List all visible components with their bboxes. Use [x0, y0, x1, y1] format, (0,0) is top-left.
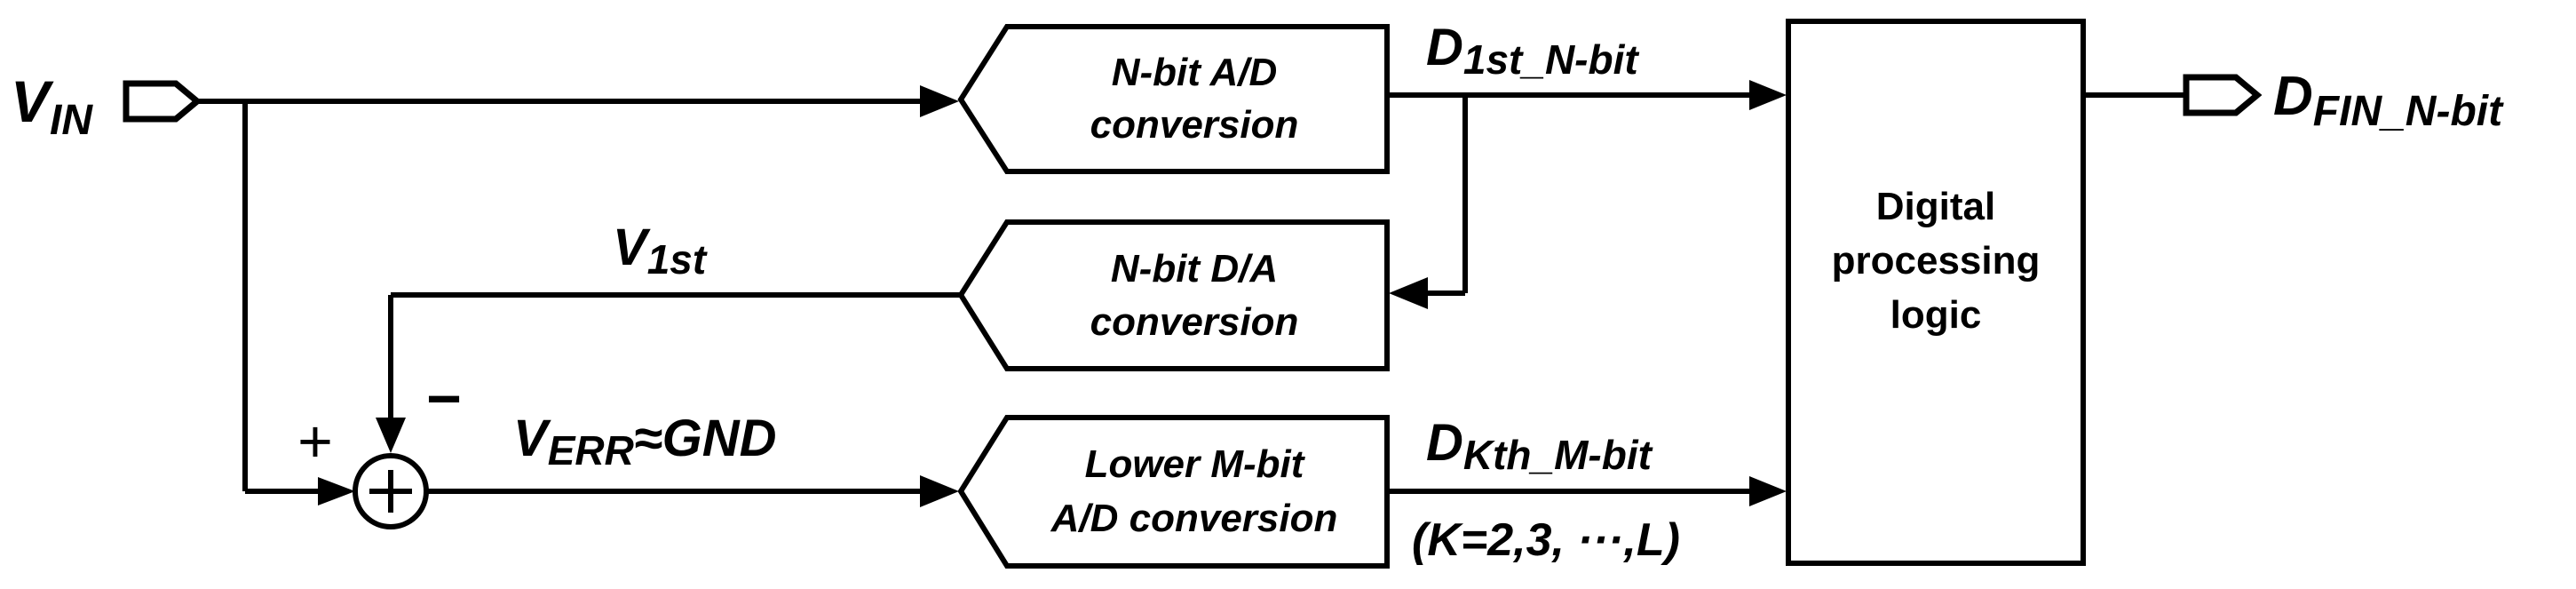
- dkth-arrow: [1749, 476, 1787, 506]
- dkth-label: DKth_M-bit: [1426, 414, 1653, 478]
- d1st-label: D1st_N-bit: [1426, 19, 1639, 83]
- vin-main: V: [11, 68, 54, 134]
- adc2-label-line2: A/D conversion: [1050, 497, 1338, 540]
- vin-sub: IN: [50, 97, 93, 144]
- v1st-label: V1st: [613, 219, 708, 283]
- d1st-sub: 1st_N-bit: [1463, 36, 1639, 83]
- summing-junction: [353, 453, 429, 529]
- d1st-arrow: [1749, 80, 1787, 110]
- dfin-sub: FIN_N-bit: [2313, 88, 2504, 135]
- verr-suffix: ≈GND: [634, 410, 777, 467]
- v1st-main: V: [613, 219, 651, 276]
- adc2-label-line1: Lower M-bit: [1085, 442, 1306, 486]
- summer-plus-sign: +: [297, 408, 333, 475]
- adc1-label-line1: N-bit A/D: [1112, 51, 1278, 94]
- adc1-input-arrow: [920, 85, 959, 117]
- dkth-sub: Kth_M-bit: [1463, 432, 1653, 478]
- dac-input-arrow: [1389, 277, 1428, 309]
- dsp-label-line2: processing: [1832, 239, 2041, 283]
- vin-port: [123, 80, 202, 123]
- adc2-input-arrow: [920, 475, 959, 507]
- dsp-label-line3: logic: [1890, 293, 1982, 337]
- dac-block: N-bit D/A conversion: [957, 219, 1390, 371]
- d1st-main: D: [1426, 19, 1463, 76]
- summer-minus-sign: −: [426, 365, 462, 433]
- verr-main: V: [513, 410, 551, 467]
- adc1-block: N-bit A/D conversion: [957, 24, 1390, 174]
- adc1-label-line2: conversion: [1090, 103, 1299, 147]
- vin-label: VIN: [11, 68, 93, 144]
- dfin-label: DFIN_N-bit: [2273, 66, 2504, 135]
- dac-label-line2: conversion: [1090, 300, 1299, 344]
- dac-label-line1: N-bit D/A: [1111, 247, 1278, 291]
- v1st-sub: 1st: [647, 236, 708, 283]
- digital-processing-block: Digital processing logic: [1786, 19, 2086, 566]
- dfin-port: [2183, 74, 2263, 116]
- adc2-block: Lower M-bit A/D conversion: [957, 415, 1390, 569]
- dkth-main: D: [1426, 414, 1463, 472]
- dsp-label-line1: Digital: [1876, 185, 1995, 228]
- verr-label: VERR≈GND: [513, 410, 777, 474]
- k-range-label: (K=2,3, ···,L): [1412, 514, 1680, 566]
- summer-minus-arrow: [376, 418, 406, 453]
- verr-sub: ERR: [548, 427, 634, 474]
- dfin-main: D: [2273, 66, 2313, 127]
- summer-plus-arrow: [318, 477, 355, 505]
